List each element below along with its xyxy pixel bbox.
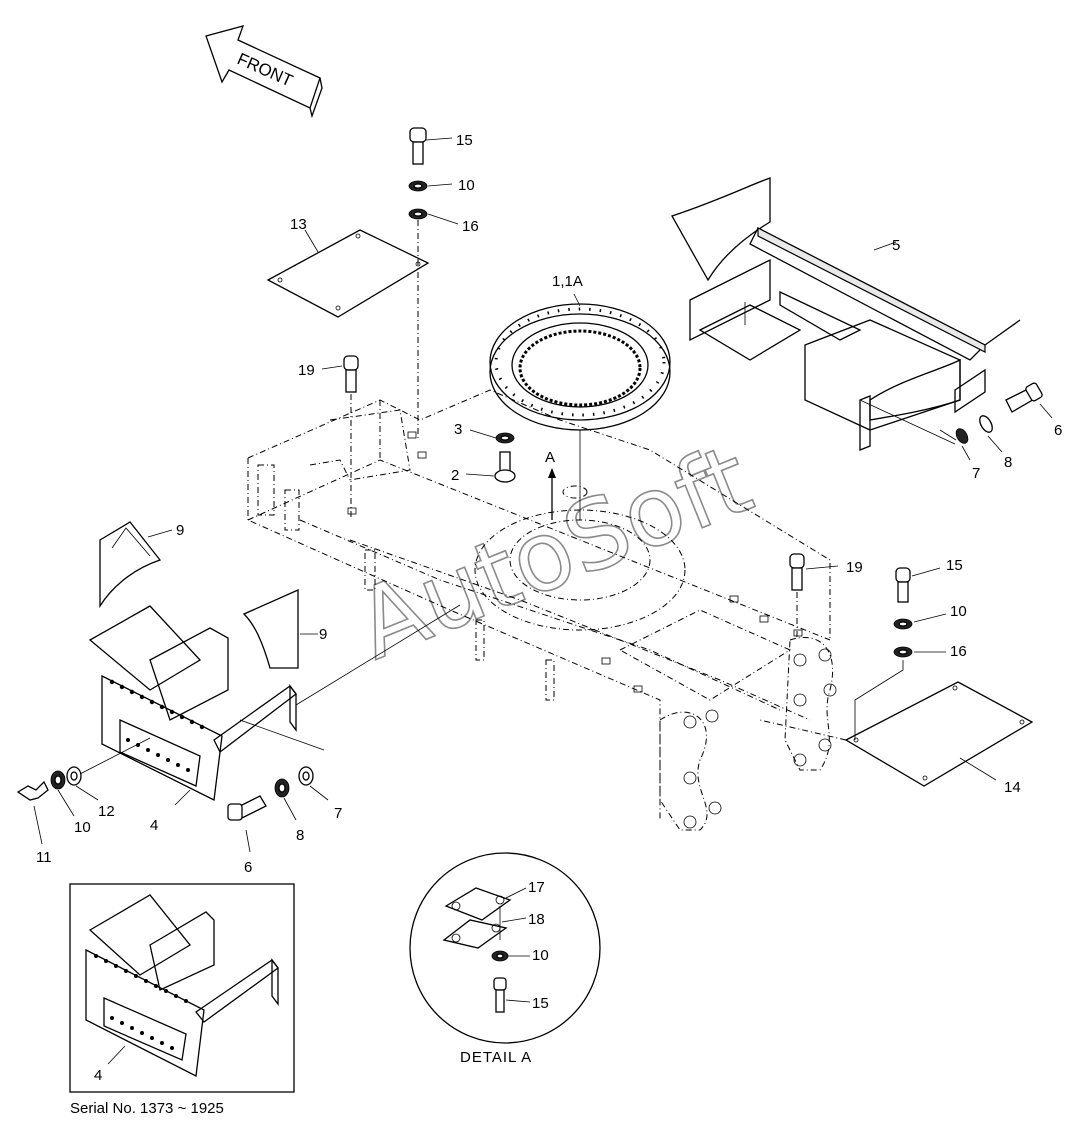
label-a: A	[545, 449, 555, 466]
label-1-1a: 1,1A	[552, 273, 583, 290]
label-4-main: 4	[150, 817, 158, 834]
label-15-detail: 15	[532, 995, 549, 1012]
label-8-left: 8	[296, 827, 304, 844]
step-assembly-5	[671, 177, 1021, 451]
label-4-inset: 4	[94, 1067, 102, 1084]
detail-caption: DETAIL A	[460, 1049, 532, 1066]
label-19-right: 19	[846, 559, 863, 576]
top-bolt-stack	[408, 127, 459, 440]
label-9-upper: 9	[176, 522, 184, 539]
label-10-detail: 10	[532, 947, 549, 964]
fasteners-right-6-7-8	[939, 382, 1053, 461]
label-2: 2	[451, 467, 459, 484]
swing-bearing-ring	[489, 293, 671, 520]
serial-inset	[69, 883, 295, 1093]
step-assembly-4	[88, 604, 461, 806]
serial-note: Serial No. 1373 ~ 1925	[70, 1100, 224, 1117]
label-8-right: 8	[1004, 454, 1012, 471]
label-11: 11	[36, 849, 52, 866]
part-labels: 15 10 16 13 1,1A 19 3 2 A 5 6 7 8 9 9 19…	[36, 132, 1062, 1084]
lower-frame	[247, 389, 837, 831]
plates-9	[99, 521, 318, 669]
label-16-top: 16	[462, 218, 479, 235]
bolt-19-left	[321, 355, 359, 520]
label-15-right: 15	[946, 557, 963, 574]
label-16-right: 16	[950, 643, 967, 660]
label-10-left: 10	[74, 819, 91, 836]
cover-plate-14	[759, 681, 1034, 787]
label-17: 17	[528, 879, 545, 896]
right-bolt-stack	[854, 567, 947, 740]
label-7-right: 7	[972, 465, 980, 482]
label-3: 3	[454, 421, 462, 438]
front-arrow-label: FRONT	[234, 49, 295, 90]
label-7-left: 7	[334, 805, 342, 822]
label-5: 5	[892, 237, 900, 254]
label-13: 13	[290, 216, 307, 233]
label-9-lower: 9	[319, 626, 327, 643]
label-10-right: 10	[950, 603, 967, 620]
cover-plate-13	[266, 229, 430, 318]
detail-a	[409, 852, 601, 1044]
label-6-right: 6	[1054, 422, 1062, 439]
bolt-2-and-washer-3	[465, 429, 516, 483]
bolt-19-right	[789, 553, 839, 640]
label-6-left: 6	[244, 859, 252, 876]
front-arrow: FRONT	[205, 25, 323, 119]
label-18: 18	[528, 911, 545, 928]
label-15-top: 15	[456, 132, 473, 149]
label-14: 14	[1004, 779, 1021, 796]
label-19-left: 19	[298, 362, 315, 379]
label-12: 12	[98, 803, 115, 820]
label-10-top: 10	[458, 177, 475, 194]
fasteners-left	[16, 737, 329, 853]
